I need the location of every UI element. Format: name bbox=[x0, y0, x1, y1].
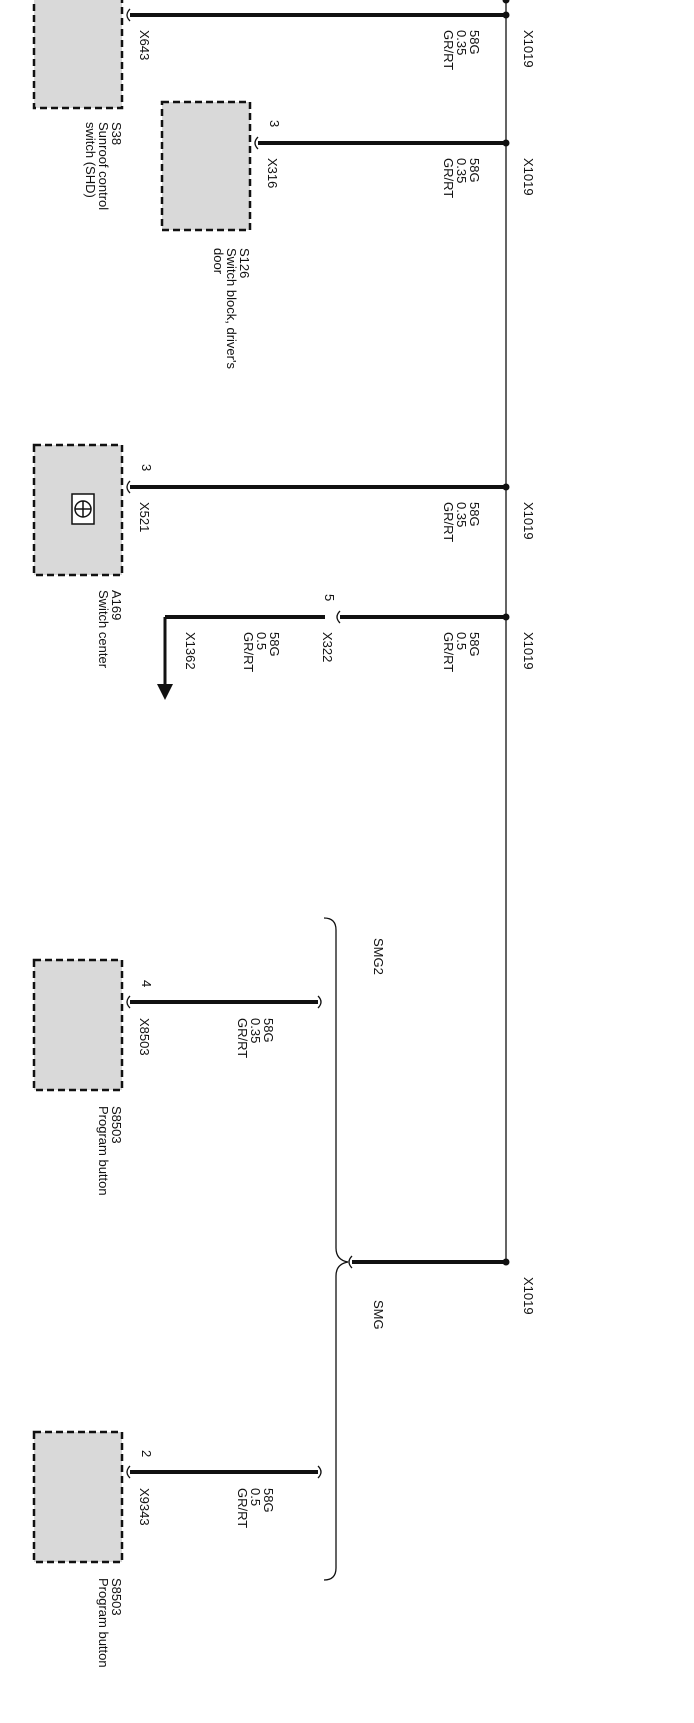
connector-x322-mark bbox=[336, 610, 341, 624]
component-s38-box[interactable] bbox=[32, 0, 124, 110]
svg-text:58G: 58G bbox=[467, 30, 482, 55]
svg-text:58G: 58G bbox=[261, 1018, 276, 1043]
component-a169-label: A169 Switch center bbox=[96, 590, 124, 669]
junction-dot bbox=[502, 1258, 510, 1266]
component-s8503-a-box[interactable] bbox=[32, 958, 124, 1092]
connector-x9343-mark bbox=[126, 1465, 131, 1479]
svg-text:0.5: 0.5 bbox=[248, 1488, 263, 1506]
svg-text:A169: A169 bbox=[109, 590, 124, 620]
connector-label-x1019: X1019 bbox=[521, 158, 536, 196]
connector-label-x643: X643 bbox=[137, 30, 152, 60]
svg-text:switch (SHD): switch (SHD) bbox=[83, 122, 98, 198]
pin-number: 5 bbox=[322, 594, 337, 601]
svg-text:GR/RT: GR/RT bbox=[441, 158, 456, 198]
connector-label-x1019: X1019 bbox=[521, 502, 536, 540]
svg-text:Switch center: Switch center bbox=[96, 590, 111, 669]
svg-text:58G: 58G bbox=[267, 632, 282, 657]
svg-text:GR/RT: GR/RT bbox=[441, 502, 456, 542]
svg-text:Sunroof control: Sunroof control bbox=[96, 122, 111, 210]
component-s38-label: S38 Sunroof control switch (SHD) bbox=[83, 122, 124, 210]
wire-spec-w1: 58G 0.35 GR/RT bbox=[441, 30, 482, 70]
pin-number: 3 bbox=[139, 464, 154, 471]
svg-text:GR/RT: GR/RT bbox=[441, 632, 456, 672]
pin-number: 4 bbox=[139, 980, 154, 987]
arrow-down-icon[interactable] bbox=[157, 684, 173, 700]
connector-x521-mark bbox=[126, 480, 131, 494]
connector-smg-end-a bbox=[317, 995, 322, 1009]
connector-label-x1019: X1019 bbox=[521, 1277, 536, 1315]
component-s126-label: S126 Switch block, driver's door bbox=[211, 248, 252, 369]
component-s126-box[interactable] bbox=[160, 100, 252, 232]
svg-text:0.35: 0.35 bbox=[248, 1018, 263, 1043]
svg-text:S126: S126 bbox=[237, 248, 252, 278]
svg-text:Program button: Program button bbox=[96, 1106, 111, 1196]
connector-label-x9343: X9343 bbox=[137, 1488, 152, 1526]
svg-text:Switch block, driver's: Switch block, driver's bbox=[224, 248, 239, 369]
switch-center-icon bbox=[71, 493, 95, 525]
svg-text:0.35: 0.35 bbox=[454, 502, 469, 527]
connector-label-x1019: X1019 bbox=[521, 30, 536, 68]
svg-text:Program button: Program button bbox=[96, 1578, 111, 1668]
svg-text:58G: 58G bbox=[467, 158, 482, 183]
connector-smg-split bbox=[348, 1255, 353, 1269]
svg-text:S38: S38 bbox=[109, 122, 124, 145]
svg-text:58G: 58G bbox=[261, 1488, 276, 1513]
svg-text:0.5: 0.5 bbox=[254, 632, 269, 650]
wire-spec-w6: 58G 0.5 GR/RT bbox=[235, 1488, 276, 1528]
svg-text:S8503: S8503 bbox=[109, 1106, 124, 1144]
connector-x643-mark bbox=[126, 8, 131, 22]
svg-text:door: door bbox=[211, 248, 226, 275]
junction-dot bbox=[502, 0, 510, 4]
wire-spec-w2: 58G 0.35 GR/RT bbox=[441, 158, 482, 198]
connector-x8503-mark bbox=[126, 995, 131, 1009]
junction-dot bbox=[502, 613, 510, 621]
wire-spec-w4: 58G 0.5 GR/RT bbox=[441, 632, 482, 672]
bus-label-smg2: SMG2 bbox=[371, 938, 386, 975]
svg-text:GR/RT: GR/RT bbox=[441, 30, 456, 70]
svg-text:0.5: 0.5 bbox=[454, 632, 469, 650]
svg-text:0.35: 0.35 bbox=[454, 30, 469, 55]
connector-label-x322: X322 bbox=[320, 632, 335, 662]
connector-label-x521: X521 bbox=[137, 502, 152, 532]
wire-spec-w3: 58G 0.35 GR/RT bbox=[441, 502, 482, 542]
connector-label-x1362: X1362 bbox=[183, 632, 198, 670]
bus-brace bbox=[323, 917, 349, 1581]
svg-text:GR/RT: GR/RT bbox=[241, 632, 256, 672]
wire-spec-w5: 58G 0.35 GR/RT bbox=[235, 1018, 276, 1058]
svg-text:S8503: S8503 bbox=[109, 1578, 124, 1616]
svg-text:GR/RT: GR/RT bbox=[235, 1488, 250, 1528]
junction-dot bbox=[502, 483, 510, 491]
pin-number: 3 bbox=[267, 120, 282, 127]
junction-dot bbox=[502, 139, 510, 147]
svg-text:GR/RT: GR/RT bbox=[235, 1018, 250, 1058]
wire-spec-w4b: 58G 0.5 GR/RT bbox=[241, 632, 282, 672]
connector-label-x8503: X8503 bbox=[137, 1018, 152, 1056]
svg-text:58G: 58G bbox=[467, 632, 482, 657]
svg-text:58G: 58G bbox=[467, 502, 482, 527]
pin-number: 2 bbox=[139, 1450, 154, 1457]
connector-label-x316: X316 bbox=[265, 158, 280, 188]
connector-label-x1019: X1019 bbox=[521, 632, 536, 670]
junction-dot bbox=[502, 11, 510, 19]
connector-x316-mark bbox=[254, 136, 259, 150]
component-s8503-b-label: S8503 Program button bbox=[96, 1578, 124, 1668]
component-s8503-a-label: S8503 Program button bbox=[96, 1106, 124, 1196]
component-s8503-b-box[interactable] bbox=[32, 1430, 124, 1564]
connector-smg-end-b bbox=[317, 1465, 322, 1479]
bus-label-smg: SMG bbox=[371, 1300, 386, 1330]
svg-text:0.35: 0.35 bbox=[454, 158, 469, 183]
